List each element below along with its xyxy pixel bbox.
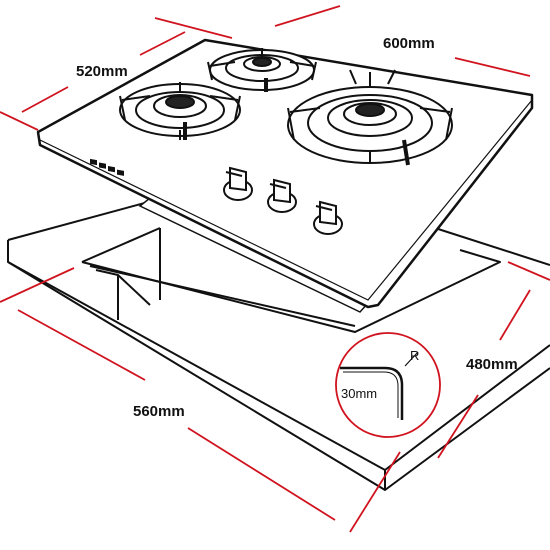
control-knobs [223, 166, 343, 235]
dim-520-ext [0, 111, 39, 131]
label-560mm: 560mm [133, 403, 185, 420]
knob-3 [313, 200, 343, 235]
cutout-opening [81, 227, 501, 333]
dim-560-ext [349, 451, 401, 533]
dim-480-line-b [499, 289, 531, 341]
burner-left [119, 82, 241, 140]
dim-560-line-c [187, 427, 336, 521]
dim-600-line-c [274, 5, 341, 27]
dim-480-line-a [507, 261, 550, 281]
dim-480-line-c [437, 394, 479, 459]
label-30mm: 30mm [341, 386, 377, 401]
dim-560-line-a [0, 267, 75, 303]
knob-2 [267, 178, 297, 213]
label-480mm: 480mm [466, 356, 518, 373]
corner-detail-circle [335, 332, 441, 438]
indicator-panel [90, 158, 124, 176]
hob [36, 38, 534, 313]
dim-520-line-a [21, 86, 69, 113]
label-radius: R [410, 348, 419, 363]
label-520mm: 520mm [76, 63, 128, 80]
dim-560-line-b [17, 309, 146, 381]
knob-1 [223, 166, 253, 201]
corner-detail [340, 351, 419, 420]
dimension-lines [0, 5, 550, 533]
burner-back [207, 48, 317, 92]
dim-600-line-b [454, 57, 531, 77]
label-600mm: 600mm [383, 35, 435, 52]
burner-wok [287, 69, 453, 166]
dim-600-line-a [154, 17, 233, 39]
dim-520-line-b [139, 31, 186, 56]
